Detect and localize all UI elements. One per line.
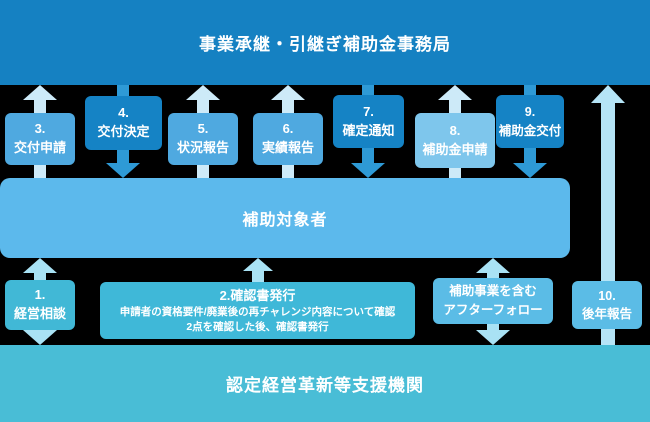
step-number: 1. bbox=[34, 287, 46, 303]
arrow-up-icon bbox=[241, 258, 275, 285]
step-2-confirmation-issuance: 2.確認書発行 申請者の資格要件/廃業後の再チャレンジ内容について確認 2点を確… bbox=[100, 282, 415, 339]
step-label: 経営相談 bbox=[13, 306, 66, 321]
step-9-subsidy-grant: 9. 補助金交付 bbox=[496, 95, 564, 148]
step-detail-line2: 2点を確認した後、確認書発行 bbox=[186, 321, 329, 334]
step-3-grant-application: 3. 交付申請 bbox=[5, 113, 75, 165]
after-follow-box: 補助事業を含む アフターフォロー bbox=[433, 278, 553, 324]
step-label: 補助金申請 bbox=[422, 141, 488, 157]
step-number: 8. bbox=[449, 122, 461, 138]
after-follow-line2: アフターフォロー bbox=[443, 303, 543, 317]
step-detail-line1: 申請者の資格要件/廃業後の再チャレンジ内容について確認 bbox=[119, 306, 396, 319]
top-banner-label: 事業承継・引継ぎ補助金事務局 bbox=[199, 35, 451, 54]
step-7-confirmation-notice: 7. 確定通知 bbox=[333, 95, 404, 148]
step-number: 4. bbox=[118, 105, 129, 121]
step-label: 確定通知 bbox=[342, 122, 395, 138]
top-banner: 事業承継・引継ぎ補助金事務局 bbox=[0, 0, 650, 85]
step-6-results-report: 6. 実績報告 bbox=[253, 113, 323, 165]
step-1-management-consultation: 1. 経営相談 bbox=[5, 280, 75, 330]
step-title: 2.確認書発行 bbox=[219, 287, 296, 303]
step-number: 9. bbox=[524, 105, 536, 120]
step-number: 3. bbox=[34, 121, 46, 137]
step-label: 状況報告 bbox=[176, 140, 229, 155]
middle-band-label: 補助対象者 bbox=[242, 212, 328, 229]
step-label: 補助金交付 bbox=[498, 123, 562, 138]
after-follow-line1: 補助事業を含む bbox=[449, 284, 537, 299]
step-number: 10. bbox=[598, 288, 616, 303]
step-number: 7. bbox=[363, 103, 374, 119]
step-10-later-year-report: 10. 後年報告 bbox=[572, 281, 642, 329]
step-label: 後年報告 bbox=[581, 307, 632, 321]
step-label: 交付申請 bbox=[13, 140, 66, 155]
middle-band-recipients: 補助対象者 bbox=[0, 178, 570, 258]
step-8-subsidy-application: 8. 補助金申請 bbox=[415, 113, 495, 168]
step-label: 実績報告 bbox=[261, 140, 314, 155]
step-number: 6. bbox=[282, 121, 294, 137]
bottom-banner-label: 認定経営革新等支援機関 bbox=[226, 376, 424, 395]
bottom-banner: 認定経営革新等支援機関 bbox=[0, 345, 650, 422]
step-4-grant-decision: 4. 交付決定 bbox=[85, 96, 162, 150]
step-label: 交付決定 bbox=[97, 124, 150, 139]
step-number: 5. bbox=[197, 121, 209, 137]
step-5-status-report: 5. 状況報告 bbox=[168, 113, 238, 165]
